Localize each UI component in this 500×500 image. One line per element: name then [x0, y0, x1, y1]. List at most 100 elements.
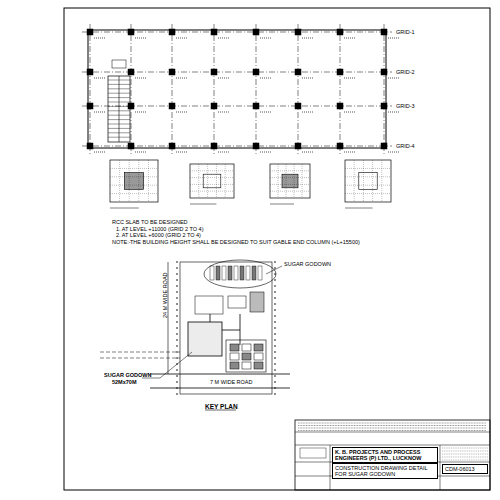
note-text: RCC SLAB TO BE DESIGNED: [112, 219, 188, 225]
godown-bay: [230, 344, 239, 351]
column-mark: [260, 151, 272, 152]
column-symbol: [295, 143, 301, 149]
rebar-line: [198, 164, 199, 198]
grid-line: [384, 24, 385, 154]
grid-line: [340, 24, 341, 154]
rebar-line: [270, 184, 310, 185]
tree-dot: [176, 273, 178, 275]
tree-dot: [176, 309, 178, 311]
sugar-godown-building: [188, 322, 222, 356]
title-cell: CDM-06013: [442, 464, 488, 474]
column-symbol: [87, 69, 93, 75]
column-symbol: [295, 29, 301, 35]
rebar-line: [372, 160, 373, 202]
column-mark: [135, 111, 147, 112]
tree-dot: [274, 351, 276, 353]
column-mark: [260, 37, 272, 38]
plant-unit: [228, 266, 232, 280]
column-mark: [260, 77, 272, 78]
column-symbol: [211, 103, 217, 109]
grid-line: [256, 24, 257, 154]
pedestal-section: [282, 174, 298, 188]
column-mark: [135, 37, 147, 38]
godown-bay: [242, 362, 251, 369]
column-mark: [302, 77, 314, 78]
title-rule: [330, 445, 331, 490]
leader-line: [160, 352, 192, 378]
plant-unit: [234, 266, 238, 280]
tree-dot: [274, 303, 276, 305]
rebar-line: [381, 160, 382, 202]
title-rule: [440, 445, 441, 490]
column-symbol: [381, 143, 387, 149]
tree-dot: [274, 327, 276, 329]
column-symbol: [169, 69, 175, 75]
rebar-line: [138, 160, 139, 202]
logo-box: [300, 448, 326, 458]
column-symbol: [253, 29, 259, 35]
column-symbol: [337, 103, 343, 109]
title-cell-lines: [442, 454, 488, 455]
title-note-lines: [298, 428, 486, 429]
tree-dot: [274, 321, 276, 323]
title-note-lines: [298, 425, 486, 426]
tree-dot: [176, 261, 178, 263]
rebar-line: [190, 177, 234, 178]
column-symbol: [211, 69, 217, 75]
leader-line: [266, 266, 282, 274]
rebar-line: [270, 170, 310, 171]
column-symbol: [337, 143, 343, 149]
column-mark: [344, 77, 356, 78]
note-text: 24 M WIDE ROAD: [162, 272, 168, 318]
rebar-line: [270, 177, 310, 178]
plant-unit: [246, 266, 250, 280]
tree-dot: [176, 375, 178, 377]
tree-dot: [176, 303, 178, 305]
title-cell-lines: [442, 448, 488, 449]
godown-bay: [254, 344, 263, 351]
plant-unit: [258, 266, 262, 280]
tree-dot: [274, 261, 276, 263]
process-building: [195, 296, 223, 314]
column-mark: [176, 77, 188, 78]
tree-dot: [176, 333, 178, 335]
tree-dot: [274, 291, 276, 293]
column-mark: [344, 151, 356, 152]
title-cell: CONSTRUCTION DRAWING DETAIL FOR SUGAR GO…: [332, 463, 438, 479]
view-title: KEY PLAN: [205, 403, 238, 410]
column-symbol: [211, 29, 217, 35]
tree-dot: [176, 285, 178, 287]
rebar-line: [207, 164, 208, 198]
column-symbol: [337, 29, 343, 35]
title-cell: K. B. PROJECTS AND PROCESS ENGINEERS (P)…: [332, 447, 438, 463]
title-note-lines: [298, 430, 486, 431]
column-mark: [94, 111, 106, 112]
section-caption-line: [190, 204, 216, 205]
column-symbol: [128, 29, 134, 35]
column-mark: [94, 77, 106, 78]
godown-bay: [242, 353, 251, 360]
column-mark: [388, 37, 400, 38]
rebar-line: [363, 160, 364, 202]
tree-dot: [274, 393, 276, 395]
tree-dot: [176, 345, 178, 347]
godown-bay: [254, 362, 263, 369]
plant-unit: [252, 266, 256, 280]
rebar-line: [345, 193, 391, 194]
title-note-lines: [298, 423, 486, 424]
note-text: 52Mx70M: [112, 379, 136, 385]
rebar-line: [354, 160, 355, 202]
grid-line: [131, 24, 132, 154]
tree-dot: [176, 357, 178, 359]
title-text: CONSTRUCTION DRAWING DETAIL FOR SUGAR GO…: [335, 465, 435, 478]
tree-dot: [176, 315, 178, 317]
stair-landing: [112, 60, 126, 68]
note-text: 2. AT LEVEL +6000 (GRID 2 TO 4): [116, 232, 201, 238]
road-edge: [150, 374, 290, 375]
column-symbol: [253, 69, 259, 75]
rebar-line: [190, 184, 234, 185]
column-mark: [302, 151, 314, 152]
rebar-line: [270, 191, 310, 192]
